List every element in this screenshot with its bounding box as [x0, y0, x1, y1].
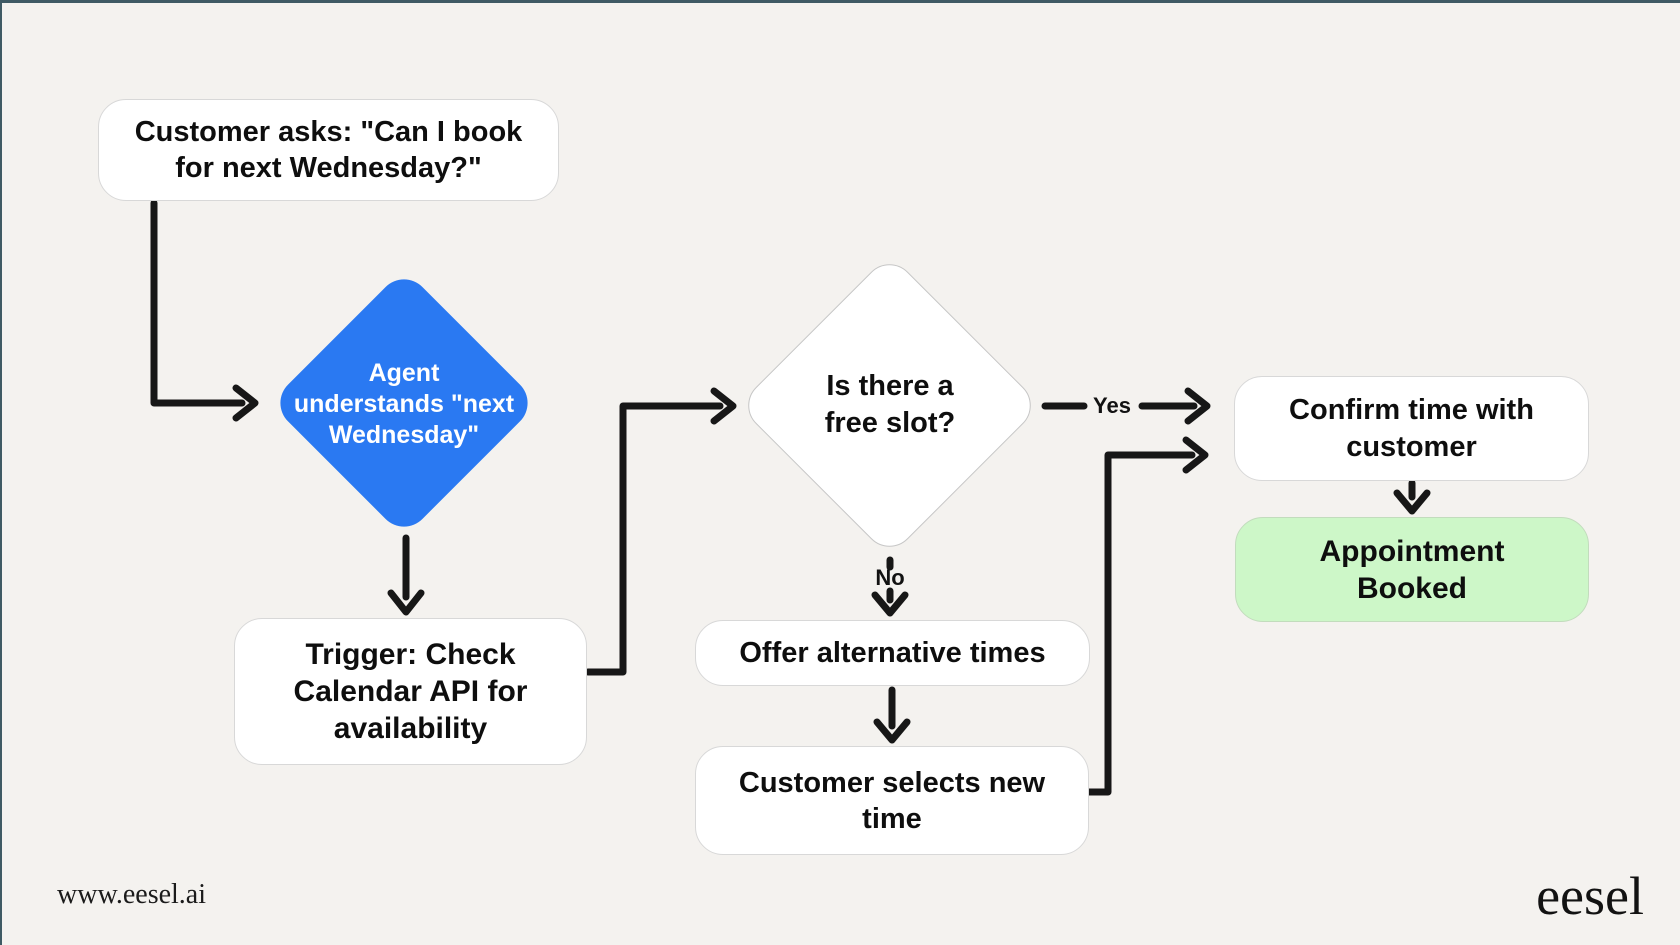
node-trigger-check-line3: availability [333, 712, 488, 745]
edge-offer-to-selects-arrowhead-icon [873, 718, 911, 744]
node-confirm-time-line2: customer [1346, 430, 1477, 463]
edge-trigger-to-freeslot-arrowhead-icon [710, 387, 737, 425]
edge-customer-asks-to-agent-arrowhead-icon [232, 384, 259, 422]
edge-label-yes: Yes [1093, 393, 1131, 418]
node-agent-understands-line3: Wednesday" [328, 421, 480, 449]
node-customer-selects: Customer selects new time [695, 746, 1089, 855]
node-confirm-time-line1: Confirm time with [1289, 393, 1534, 426]
footer-site-url: www.eesel.ai [57, 879, 207, 910]
node-customer-selects-line2: time [862, 802, 922, 835]
node-appointment-booked: Appointment Booked [1235, 517, 1589, 622]
connector-layer [150, 199, 1431, 796]
edge-selects-to-confirm [1085, 451, 1196, 796]
node-customer-asks-line1: Customer asks: "Can I book [134, 116, 523, 148]
node-free-slot-line2: free slot? [824, 407, 956, 439]
node-agent-understands-label: Agent understands "next Wednesday" [279, 358, 529, 451]
edge-trigger-to-freeslot [584, 402, 724, 676]
edge-selects-to-confirm-arrowhead-icon [1182, 436, 1209, 474]
node-confirm-time: Confirm time with customer [1234, 376, 1589, 481]
node-customer-asks: Customer asks: "Can I book for next Wedn… [98, 99, 559, 201]
edge-label-no: No [875, 565, 905, 590]
node-free-slot-line1: Is there a [826, 370, 954, 402]
eesel-logo: eesel [1536, 866, 1644, 926]
edge-yes-arrowhead-icon [1184, 387, 1211, 425]
node-customer-selects-line1: Customer selects new [738, 766, 1046, 799]
node-trigger-check-line2: Calendar API for [293, 675, 528, 708]
node-agent-understands-line1: Agent [368, 359, 440, 387]
node-agent-understands-line2: understands "next [293, 390, 515, 418]
node-appointment-booked-line2: Booked [1356, 571, 1467, 605]
node-offer-alternative-line1: Offer alternative times [739, 637, 1046, 669]
node-appointment-booked-line1: Appointment [1319, 534, 1505, 568]
node-offer-alternative: Offer alternative times [695, 620, 1090, 686]
edge-confirm-to-booked-arrowhead-icon [1393, 489, 1431, 515]
edge-no-arrowhead-icon [871, 591, 909, 617]
node-trigger-check-line1: Trigger: Check [305, 638, 516, 671]
edge-customer-asks-to-agent [150, 199, 246, 407]
node-trigger-check: Trigger: Check Calendar API for availabi… [234, 618, 587, 765]
edge-agent-to-trigger-arrowhead-icon [387, 589, 425, 616]
node-free-slot-label: Is there a free slot? [790, 368, 990, 442]
node-customer-asks-line2: for next Wednesday?" [175, 152, 482, 184]
